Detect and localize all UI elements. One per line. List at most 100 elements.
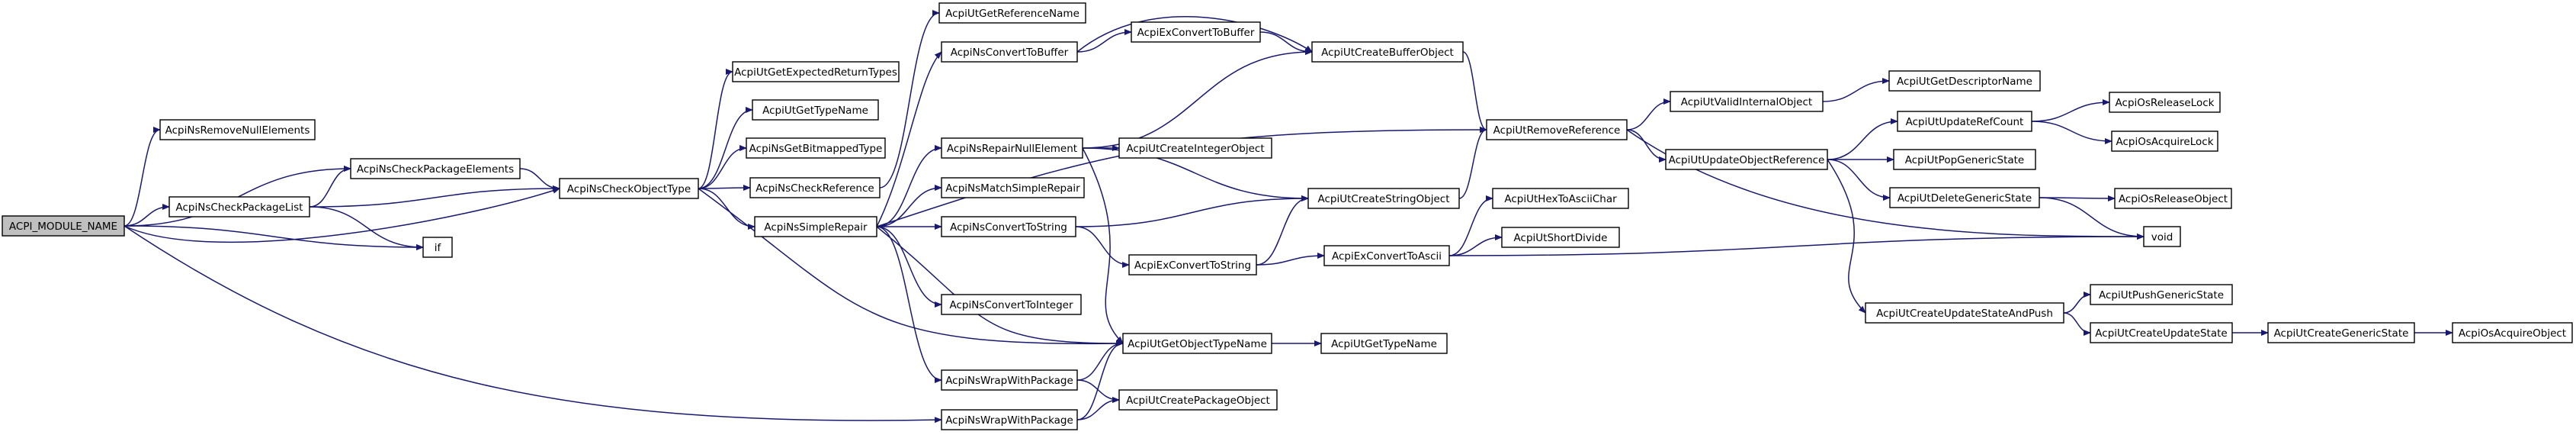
edge-repair_null-to-create_buffer [1082,49,1313,149]
node-label: AcpiUtPushGenericState [2099,289,2224,301]
node-label: AcpiExConvertToString [1134,259,1251,272]
edge-check_pkg_list-to-check_obj_type [309,185,560,208]
node-get-ref-name[interactable]: AcpiUtGetReferenceName [938,2,1086,24]
node-get-bitmapped[interactable]: AcpiNsGetBitmappedType [746,137,886,159]
node-update-ref-count[interactable]: AcpiUtUpdateRefCount [1897,111,2032,132]
node-convert-to-string[interactable]: AcpiNsConvertToString [941,216,1076,237]
node-create-string[interactable]: AcpiUtCreateStringObject [1307,188,1460,209]
edge-ex_convert_ascii-to-hex_to_ascii [1448,195,1493,256]
edge-create_buffer-to-remove_reference [1462,51,1487,133]
node-create-integer[interactable]: AcpiUtCreateIntegerObject [1118,137,1272,159]
node-label: AcpiUtCreatePackageObject [1126,395,1270,407]
edge-check_reference-to-get_ref_name [879,10,940,188]
node-box [941,41,1078,63]
edge-remove_reference-to-void [1626,129,2145,240]
node-create-update-push[interactable]: AcpiUtCreateUpdateStateAndPush [1865,302,2064,324]
edge-create_string-to-remove_reference [1458,127,1487,199]
edge-update_ref_count-to-acquire_lock [2031,121,2112,144]
node-box [1865,302,2064,324]
node-box [1122,333,1272,354]
node-remove-null[interactable]: AcpiNsRemoveNullElements [159,119,316,140]
node-update-obj-ref[interactable]: AcpiUtUpdateObjectReference [1665,149,1828,170]
edge-wrap_pkg2-to-create_package [1076,397,1120,420]
node-simple-repair[interactable]: AcpiNsSimpleRepair [754,216,877,237]
node-repair-null[interactable]: AcpiNsRepairNullElement [941,137,1083,159]
node-label: AcpiNsCheckPackageList [176,201,303,214]
node-check-pkg-elems[interactable]: AcpiNsCheckPackageElements [350,158,521,179]
node-label: AcpiExConvertToBuffer [1137,27,1255,39]
node-check-reference[interactable]: AcpiNsCheckReference [749,177,881,198]
node-create-buffer[interactable]: AcpiUtCreateBufferObject [1311,41,1464,63]
node-box [941,216,1076,237]
node-delete-generic[interactable]: AcpiUtDeleteGenericState [1889,187,2040,208]
node-box [350,158,521,179]
edge-check_obj_type-to-get_expected [698,69,733,189]
node-acquire-lock[interactable]: AcpiOsAcquireLock [2111,130,2218,152]
node-label: AcpiUtCreateUpdateState [2095,327,2227,340]
node-convert-to-integer[interactable]: AcpiNsConvertToInteger [941,294,1082,315]
node-valid-internal[interactable]: AcpiUtValidInternalObject [1670,91,1824,112]
node-wrap-pkg1[interactable]: AcpiNsWrapWithPackage [941,369,1078,391]
node-label: AcpiUtUpdateRefCount [1906,116,2024,128]
node-hex-to-ascii[interactable]: AcpiUtHexToAsciiChar [1492,188,1629,209]
node-ex-convert-ascii[interactable]: AcpiExConvertToAscii [1323,245,1450,266]
node-box [1889,187,2040,208]
node-box [1118,389,1278,411]
edge-check_pkg_list-to-check_pkg_elems [309,166,351,208]
node-remove-reference[interactable]: AcpiUtRemoveReference [1486,119,1628,140]
node-label: AcpiUtPopGenericState [1905,154,2025,166]
node-box [1670,91,1824,112]
node-label: AcpiNsCheckObjectType [567,183,691,195]
node-label: AcpiOsReleaseObject [2119,193,2228,205]
node-check-pkg-list[interactable]: AcpiNsCheckPackageList [168,196,310,218]
edge-convert_to_string-to-ex_convert_string [1075,226,1130,268]
node-get-type-name1[interactable]: AcpiUtGetTypeName [752,99,879,121]
node-short-divide[interactable]: AcpiUtShortDivide [1501,227,1620,248]
node-match-simple[interactable]: AcpiNsMatchSimpleRepair [941,177,1085,198]
node-release-object[interactable]: AcpiOsReleaseObject [2114,188,2232,209]
node-label: AcpiNsWrapWithPackage [945,414,1073,427]
node-box [2090,322,2233,343]
edge-ex_convert_ascii-to-void [1448,234,2145,256]
node-box [2111,130,2218,152]
node-label: AcpiNsCheckPackageElements [357,163,514,176]
node-get-type-name2[interactable]: AcpiUtGetTypeName [1320,333,1448,354]
node-get-expected[interactable]: AcpiUtGetExpectedReturnTypes [732,61,900,82]
edge-simple_repair-to-repair_null [876,145,942,227]
node-box [2090,284,2233,305]
node-box [2114,188,2232,209]
edge-update_obj_ref-to-update_ref_count [1827,118,1898,160]
node-void[interactable]: void [2143,226,2181,247]
node-get-descriptor[interactable]: AcpiUtGetDescriptorName [1888,70,2041,92]
node-get-obj-type-name[interactable]: AcpiUtGetObjectTypeName [1122,333,1272,354]
node-box [941,294,1082,315]
node-label: if [435,242,442,254]
edge-convert_to_buffer-to-create_buffer [1076,16,1313,53]
node-pop-generic[interactable]: AcpiUtPopGenericState [1893,149,2036,170]
node-box [1128,254,1257,276]
node-if[interactable]: if [422,237,453,258]
node-label: AcpiNsRemoveNullElements [165,124,310,137]
node-ex-convert-string[interactable]: AcpiExConvertToString [1128,254,1257,276]
node-box [941,177,1085,198]
edge-ex_convert_string-to-ex_convert_ascii [1256,253,1325,266]
node-wrap-pkg2[interactable]: AcpiNsWrapWithPackage [941,409,1078,430]
node-label: AcpiUtDeleteGenericState [1898,192,2032,205]
node-create-generic[interactable]: AcpiUtCreateGenericState [2267,322,2415,343]
node-box [168,196,310,218]
edge-create_update_push-to-push_generic [2063,292,2091,314]
node-create-update-state[interactable]: AcpiUtCreateUpdateState [2090,322,2233,343]
node-box [746,137,886,159]
node-label: AcpiUtUpdateObjectReference [1669,154,1825,166]
node-label: AcpiUtShortDivide [1514,232,1608,244]
edge-simple_repair-to-get_obj_type_name [876,226,1124,346]
node-acquire-object[interactable]: AcpiOsAcquireObject [2452,322,2573,343]
node-label: AcpiUtCreateIntegerObject [1126,143,1264,155]
node-convert-to-buffer[interactable]: AcpiNsConvertToBuffer [941,41,1078,63]
node-ex-convert-buffer[interactable]: AcpiExConvertToBuffer [1131,21,1261,43]
node-push-generic[interactable]: AcpiUtPushGenericState [2090,284,2233,305]
node-check-obj-type[interactable]: AcpiNsCheckObjectType [559,178,699,199]
node-release-lock[interactable]: AcpiOsReleaseLock [2109,92,2221,113]
node-acpi-module-name[interactable]: ACPI_MODULE_NAME [2,215,125,237]
node-create-package[interactable]: AcpiUtCreatePackageObject [1118,389,1278,411]
